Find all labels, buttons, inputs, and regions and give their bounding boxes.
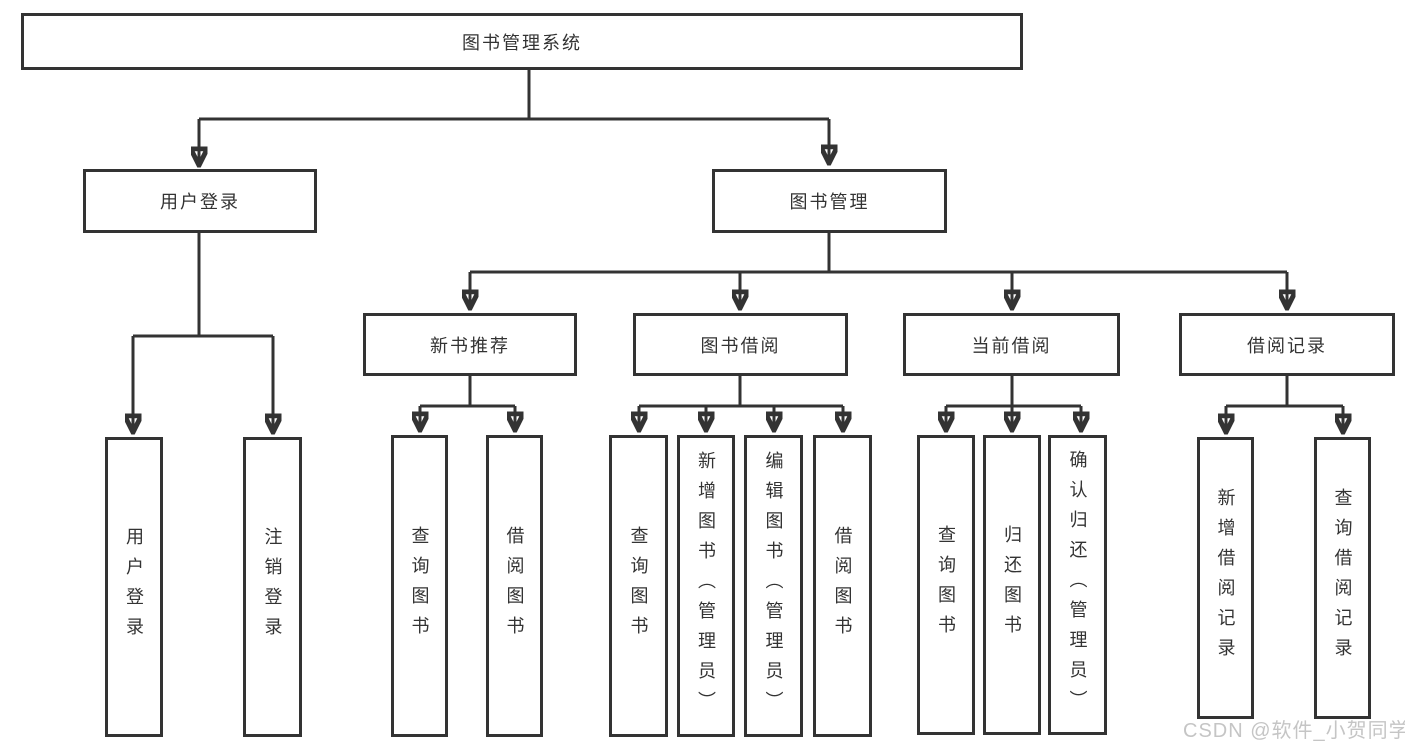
leaf-nbr-borrow-books: 借阅图书 [486,435,543,737]
leaf-bb-add-books-admin: 新增图书（管理员） [677,435,735,737]
leaf-br-query-record: 查询借阅记录 [1314,437,1371,719]
node-borrowing-records: 借阅记录 [1179,313,1395,376]
node-new-book-recommendation-label: 新书推荐 [430,335,510,356]
node-borrowing-records-label: 借阅记录 [1247,335,1327,356]
leaf-logout-label: 注销登录 [262,527,283,647]
leaf-logout: 注销登录 [243,437,302,737]
leaf-cb-return-books-label: 归还图书 [1002,525,1022,645]
leaf-nbr-query-books: 查询图书 [391,435,448,737]
leaf-nbr-query-books-label: 查询图书 [409,526,430,646]
leaf-cb-query-books-label: 查询图书 [936,525,956,645]
leaf-bb-borrow-books-label: 借阅图书 [832,526,853,646]
leaf-bb-add-books-admin-label: 新增图书（管理员） [696,451,716,721]
leaf-user-login: 用户登录 [105,437,163,737]
node-book-management: 图书管理 [712,169,947,233]
csdn-watermark: CSDN @软件_小贺同学 [1183,720,1405,742]
leaf-br-add-record-label: 新增借阅记录 [1215,488,1236,668]
leaf-cb-query-books: 查询图书 [917,435,975,735]
leaf-bb-query-books-label: 查询图书 [628,526,649,646]
node-root-system-label: 图书管理系统 [462,32,582,53]
leaf-cb-confirm-return-admin-label: 确认归还（管理员） [1067,450,1088,720]
leaf-cb-confirm-return-admin: 确认归还（管理员） [1048,435,1107,735]
leaf-cb-return-books: 归还图书 [983,435,1041,735]
node-book-management-label: 图书管理 [789,192,870,212]
leaf-user-login-label: 用户登录 [124,527,144,647]
node-user-login: 用户登录 [83,169,317,233]
leaf-br-query-record-label: 查询借阅记录 [1332,488,1353,668]
node-new-book-recommendation: 新书推荐 [363,313,577,376]
node-book-borrowing: 图书借阅 [633,313,848,376]
node-root-system: 图书管理系统 [21,13,1023,70]
leaf-bb-edit-books-admin: 编辑图书（管理员） [744,435,803,737]
leaf-bb-borrow-books: 借阅图书 [813,435,872,737]
leaf-bb-query-books: 查询图书 [609,435,668,737]
node-user-login-label: 用户登录 [160,192,240,212]
node-book-borrowing-label: 图书借阅 [700,335,781,356]
node-current-borrowing: 当前借阅 [903,313,1120,376]
leaf-bb-edit-books-admin-label: 编辑图书（管理员） [763,451,784,721]
node-current-borrowing-label: 当前借阅 [971,335,1052,356]
leaf-br-add-record: 新增借阅记录 [1197,437,1254,719]
leaf-nbr-borrow-books-label: 借阅图书 [504,526,525,646]
